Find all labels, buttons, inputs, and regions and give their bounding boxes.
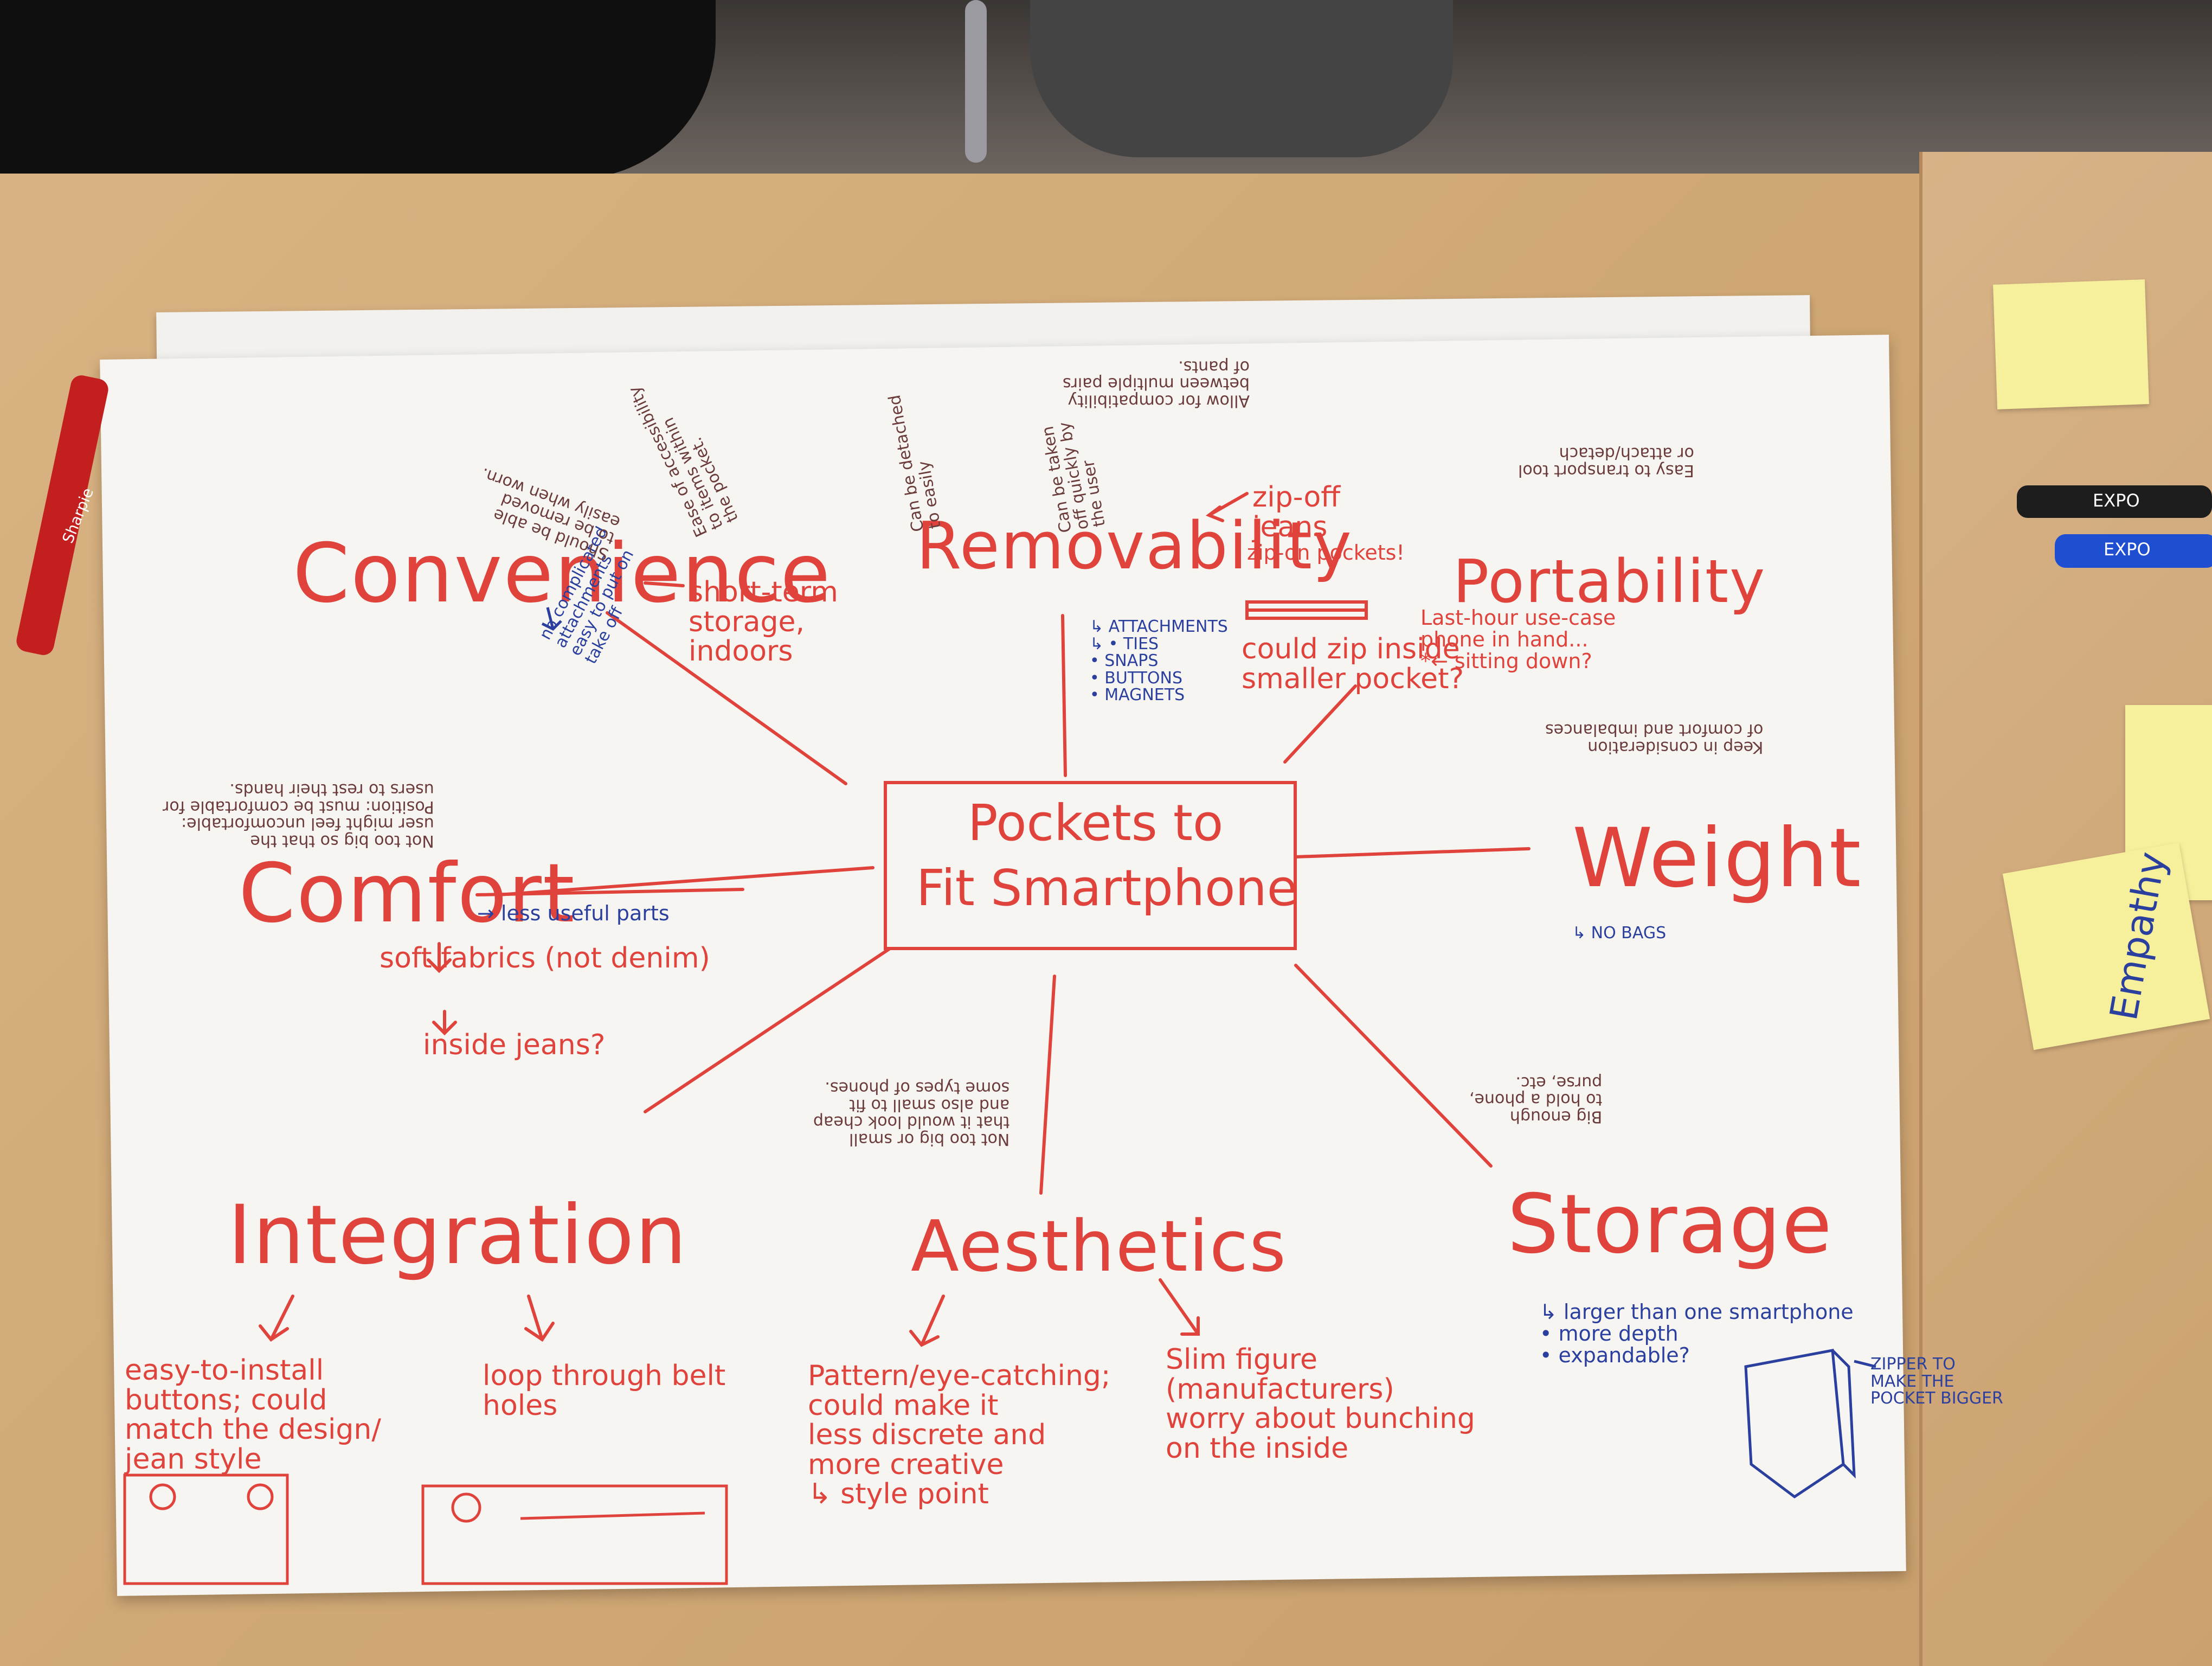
black-expo-marker: EXPO xyxy=(2017,485,2212,518)
weight-up-note: Keep in consideration of comfort and imb… xyxy=(1545,720,1764,757)
could-zip-note: could zip inside smaller pocket? xyxy=(1242,633,1464,695)
storage-up-note: Big enough to hold a phone, purse, etc. xyxy=(1469,1073,1603,1126)
belt-sketch-2 xyxy=(421,1484,728,1585)
comfort-fabric-note: soft fabrics (not denim) xyxy=(380,942,710,975)
convenience-title: Convenience xyxy=(293,527,832,621)
branch-aesthetics xyxy=(1039,975,1056,1195)
storage-blue-note: ↳ larger than one smartphone • more dept… xyxy=(1540,1300,1854,1367)
weight-blue-note: ↳ NO BAGS xyxy=(1572,924,1667,943)
storage-zipper-note: ZIPPER TO MAKE THE POCKET BIGGER xyxy=(1870,1355,2003,1408)
removability-up-note1: Allow for compatibility between multiple… xyxy=(1063,357,1250,411)
expo-label-blue: EXPO xyxy=(2104,539,2151,560)
branch-comfort xyxy=(497,866,874,896)
portability-note: Last-hour use-case phone in hand... *← s… xyxy=(1420,606,1616,673)
removability-title: Removability xyxy=(916,509,1353,584)
pocket-sketch xyxy=(1744,1349,1856,1499)
arrow-comfort xyxy=(427,942,452,973)
expo-label-black: EXPO xyxy=(2093,490,2140,511)
blue-expo-marker: EXPO xyxy=(2055,534,2212,568)
comfort-up-note: Not too big so that the user might feel … xyxy=(163,780,434,851)
person-legs xyxy=(1030,0,1453,157)
comfort-title: Comfort xyxy=(239,847,576,941)
chair-leg xyxy=(965,0,987,163)
removability-attachments: ↳ ATTACHMENTS ↳ • TIES • SNAPS • BUTTONS… xyxy=(1090,617,1228,704)
zip-on-pockets-note: zip-on pockets! xyxy=(1247,541,1405,565)
person-left xyxy=(0,0,716,179)
storage-title: Storage xyxy=(1507,1177,1833,1272)
integration-note1: easy-to-install buttons; could match the… xyxy=(125,1354,381,1476)
center-topic-line1: Pockets to xyxy=(968,794,1224,852)
arrow-zip xyxy=(1205,492,1249,522)
arrow-comfort-2 xyxy=(432,1010,457,1036)
integration-note2: loop through belt holes xyxy=(483,1360,726,1422)
sticky-note-label: Empathy xyxy=(2101,848,2175,1024)
weight-title: Weight xyxy=(1572,811,1862,906)
aesthetics-note2: Slim figure (manufacturers) worry about … xyxy=(1166,1343,1475,1465)
aesthetics-title: Aesthetics xyxy=(911,1205,1287,1287)
integration-title: Integration xyxy=(228,1188,688,1283)
arrow-integration-2 xyxy=(524,1295,555,1342)
arrow-aesthetics-1 xyxy=(909,1295,945,1347)
comfort-arrow-note: → less useful parts xyxy=(477,901,670,925)
aesthetics-note1: Pattern/eye-catching; could make it less… xyxy=(808,1360,1111,1511)
branch-weight xyxy=(1294,847,1531,858)
branch-storage xyxy=(1294,964,1493,1168)
aesthetics-up-note: Not too big or small that it would look … xyxy=(813,1078,1010,1149)
branch-integration xyxy=(644,947,891,1113)
branch-portability xyxy=(1283,684,1357,764)
zip-off-jeans-note: zip-off jeans xyxy=(1252,481,1341,543)
sticky-note-top xyxy=(1993,279,2149,409)
belt-sketch-1 xyxy=(123,1473,289,1585)
branch-convenience xyxy=(606,611,847,785)
center-topic-box xyxy=(884,781,1297,950)
portability-up-note: Easy to transport tool or attach/detach xyxy=(1518,444,1694,480)
arrow-aesthetics-2 xyxy=(1159,1278,1200,1336)
portability-title: Portability xyxy=(1453,547,1766,616)
sticky-note-empathy: Empathy xyxy=(2002,842,2210,1050)
convenience-right-note: short-term storage, indoors xyxy=(689,576,838,668)
branch-removability xyxy=(1061,614,1067,777)
center-topic-line2: Fit Smartphone xyxy=(916,859,1298,917)
comfort-inside-note: inside jeans? xyxy=(423,1029,606,1061)
arrow-integration-1 xyxy=(259,1295,294,1342)
